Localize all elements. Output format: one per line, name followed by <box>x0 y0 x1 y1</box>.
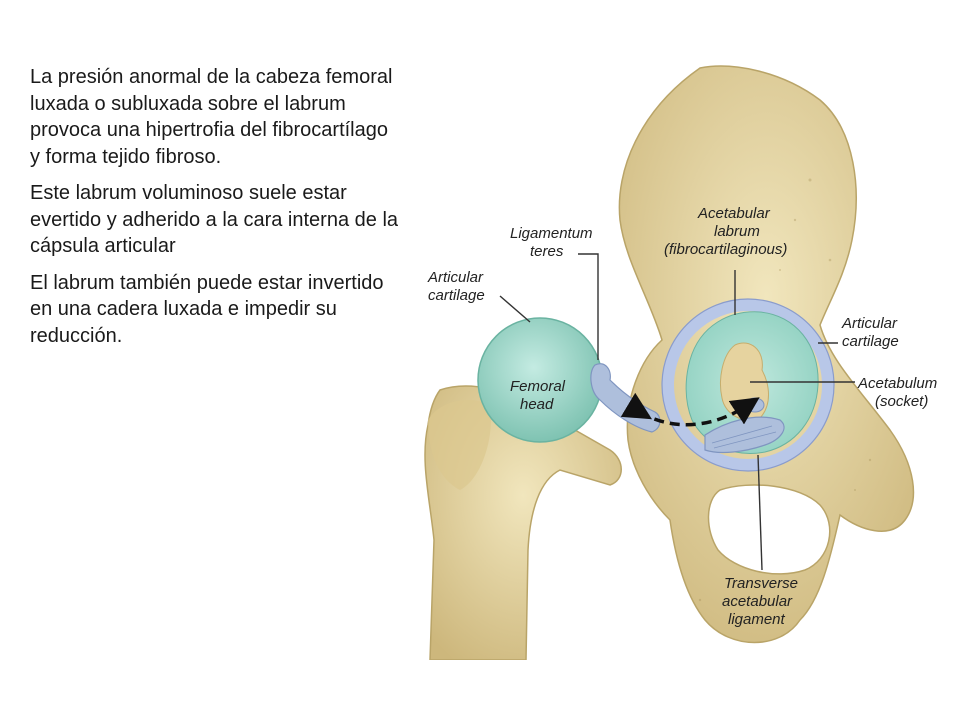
label-acetabular-labrum-1: Acetabular <box>697 205 771 222</box>
label-acetabulum: Acetabulum (socket) <box>857 375 941 410</box>
label-acetabular-labrum-3: (fibrocartilaginous) <box>664 241 787 258</box>
label-articular-cartilage-left-2: cartilage <box>428 287 485 304</box>
label-articular-cartilage-right-1: Articular <box>841 315 898 332</box>
hip-joint-diagram: Ligamentum teres Articular cartilage Fem… <box>400 60 960 660</box>
paragraph-3: El labrum también puede estar invertido … <box>30 271 384 347</box>
label-femoral-head-1: Femoral <box>510 378 566 395</box>
acetabular-labrum <box>662 299 834 471</box>
label-acetabulum-1: Acetabulum <box>857 375 937 392</box>
obturator-foramen <box>707 484 831 575</box>
paragraph-2: Este labrum voluminoso suele estar evert… <box>30 182 399 257</box>
slide-text: La presión anormal de la cabeza femoral … <box>30 64 402 359</box>
acetabular-labrum-edge <box>661 298 835 472</box>
hip-joint-svg: Ligamentum teres Articular cartilage Fem… <box>424 65 941 660</box>
label-transverse-ligament-2: acetabular <box>722 593 793 610</box>
label-ligamentum-teres: Ligamentum teres <box>510 225 597 260</box>
label-articular-cartilage-left: Articular cartilage <box>427 269 487 304</box>
label-ligamentum-teres-1: Ligamentum <box>510 225 593 242</box>
leader-lines <box>499 253 855 571</box>
label-acetabular-labrum-2: labrum <box>714 223 760 240</box>
label-articular-cartilage-right: Articular cartilage <box>841 315 901 350</box>
label-ligamentum-teres-2: teres <box>530 243 564 260</box>
label-acetabulum-2: (socket) <box>875 393 928 410</box>
label-transverse-ligament-3: ligament <box>728 611 786 628</box>
paragraph-1: La presión anormal de la cabeza femoral … <box>30 66 393 168</box>
label-femoral-head-2: head <box>520 396 554 413</box>
label-femoral-head: Femoral head <box>510 378 569 413</box>
ligamentum-teres-stump <box>745 397 765 413</box>
bone-texture <box>698 178 872 621</box>
movement-arrow <box>620 392 760 427</box>
transverse-ligament-fibers <box>711 425 777 449</box>
label-transverse-ligament-1: Transverse <box>724 575 798 592</box>
label-articular-cartilage-left-1: Articular <box>427 269 484 286</box>
label-articular-cartilage-right-2: cartilage <box>842 333 899 350</box>
femur-greater-trochanter <box>428 400 491 490</box>
label-acetabular-labrum: Acetabular labrum (fibrocartilaginous) <box>664 205 787 258</box>
label-transverse-ligament: Transverse acetabular ligament <box>722 575 802 628</box>
